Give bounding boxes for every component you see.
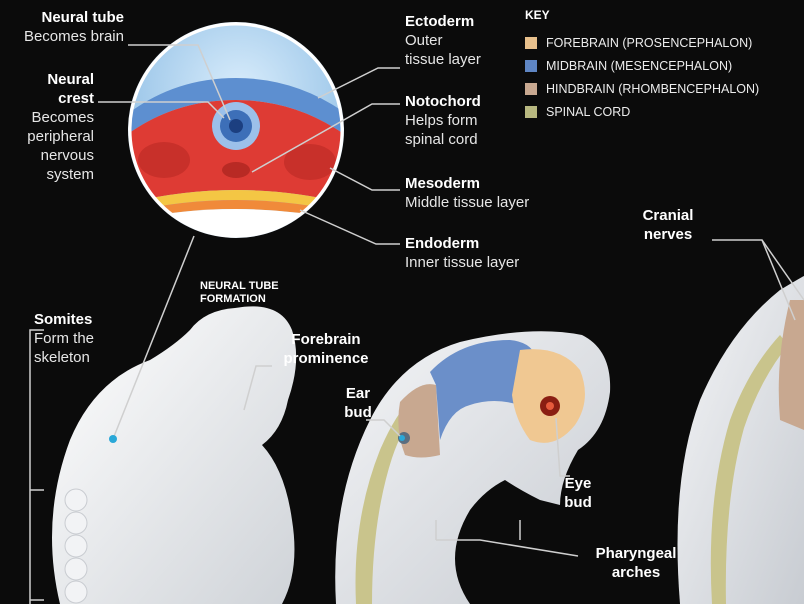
label-mesoderm: Mesoderm Middle tissue layer xyxy=(405,174,529,212)
neural-crest-desc-1: Becomes xyxy=(8,108,94,127)
forebrain-prominence-title-2: prominence xyxy=(276,349,376,368)
ear-bud-title-1: Ear xyxy=(338,384,378,403)
notochord-desc-2: spinal cord xyxy=(405,130,481,149)
key-legend: KEY FOREBRAIN (PROSENCEPHALON) MIDBRAIN … xyxy=(525,8,759,123)
forebrain-swatch xyxy=(525,37,537,49)
label-pharyngeal-arches: Pharyngeal arches xyxy=(586,544,686,582)
key-item-forebrain: FOREBRAIN (PROSENCEPHALON) xyxy=(525,31,759,54)
leader-dot xyxy=(399,435,405,441)
cranial-nerves-title-1: Cranial xyxy=(626,206,710,225)
somites-title: Somites xyxy=(34,310,94,329)
neural-crest-desc-2: peripheral xyxy=(8,127,94,146)
right-embryo xyxy=(678,276,804,604)
neural-tube-desc: Becomes brain xyxy=(24,28,124,45)
somites-desc-1: Form the xyxy=(34,329,94,348)
label-eye-bud: Eye bud xyxy=(556,474,600,512)
label-cranial-nerves: Cranial nerves xyxy=(626,206,710,244)
neural-tube-formation-caption: NEURAL TUBE FORMATION xyxy=(200,280,279,306)
caption-line-2: FORMATION xyxy=(200,293,279,306)
midbrain-swatch xyxy=(525,60,537,72)
eye-bud-title-1: Eye xyxy=(556,474,600,493)
label-notochord: Notochord Helps form spinal cord xyxy=(405,92,481,149)
mesoderm-desc: Middle tissue layer xyxy=(405,193,529,212)
leader-dot xyxy=(109,435,117,443)
ear-bud-title-2: bud xyxy=(338,403,378,422)
label-somites: Somites Form the skeleton xyxy=(34,310,94,367)
label-forebrain-prominence: Forebrain prominence xyxy=(276,330,376,368)
neural-crest-title-2: crest xyxy=(8,89,94,108)
key-item-midbrain: MIDBRAIN (MESENCEPHALON) xyxy=(525,54,759,77)
key-item-label: FOREBRAIN (PROSENCEPHALON) xyxy=(546,36,752,50)
endoderm-title: Endoderm xyxy=(405,234,519,253)
neural-crest-title-1: Neural xyxy=(8,70,94,89)
label-neural-crest: Neural crest Becomes peripheral nervous … xyxy=(8,70,94,184)
key-item-label: HINDBRAIN (RHOMBENCEPHALON) xyxy=(546,82,759,96)
ectoderm-desc-1: Outer xyxy=(405,31,481,50)
eye-bud-title-2: bud xyxy=(556,493,600,512)
label-ear-bud: Ear bud xyxy=(338,384,378,422)
middle-embryo xyxy=(335,331,610,604)
somites-desc-2: skeleton xyxy=(34,348,94,367)
label-neural-tube: Neural tube Becomes brain xyxy=(8,8,124,46)
mesoderm-title: Mesoderm xyxy=(405,174,529,193)
neural-tube-title: Neural tube xyxy=(8,8,124,27)
label-endoderm: Endoderm Inner tissue layer xyxy=(405,234,519,272)
endoderm-desc: Inner tissue layer xyxy=(405,253,519,272)
key-item-label: SPINAL CORD xyxy=(546,105,630,119)
neural-crest-desc-3: nervous xyxy=(8,146,94,165)
neural-tube-cross-section xyxy=(120,20,360,250)
key-item-spinal-cord: SPINAL CORD xyxy=(525,100,759,123)
key-item-hindbrain: HINDBRAIN (RHOMBENCEPHALON) xyxy=(525,77,759,100)
neural-crest-desc-4: system xyxy=(8,165,94,184)
hindbrain-swatch xyxy=(525,83,537,95)
pharyngeal-arches-title-2: arches xyxy=(586,563,686,582)
ectoderm-desc-2: tissue layer xyxy=(405,50,481,69)
key-item-label: MIDBRAIN (MESENCEPHALON) xyxy=(546,59,732,73)
notochord-desc-1: Helps form xyxy=(405,111,481,130)
cranial-nerves-title-2: nerves xyxy=(626,225,710,244)
key-title: KEY xyxy=(525,8,759,22)
caption-line-1: NEURAL TUBE xyxy=(200,280,279,293)
pharyngeal-arches-title-1: Pharyngeal xyxy=(586,544,686,563)
notochord-title: Notochord xyxy=(405,92,481,111)
label-ectoderm: Ectoderm Outer tissue layer xyxy=(405,12,481,69)
ectoderm-title: Ectoderm xyxy=(405,12,481,31)
forebrain-prominence-title-1: Forebrain xyxy=(276,330,376,349)
spinal-cord-swatch xyxy=(525,106,537,118)
